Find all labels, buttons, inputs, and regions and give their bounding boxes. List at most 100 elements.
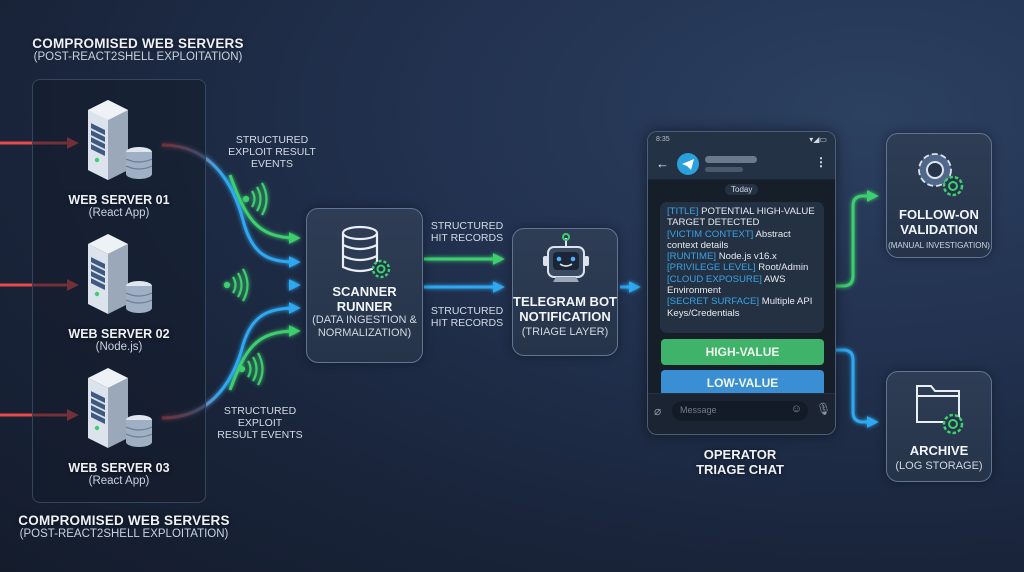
message-input[interactable]: Message ☺ (672, 401, 808, 421)
exploit-events-label-bottom: STRUCTURED EXPLOIT RESULT EVENTS (210, 405, 310, 441)
telegram-bot-node[interactable]: TELEGRAM BOT NOTIFICATION (TRIAGE LAYER) (512, 228, 618, 356)
database-gear-icon (341, 225, 391, 279)
field-tag: [TITLE] (667, 206, 699, 217)
node-title: FOLLOW-ON VALIDATION (887, 207, 991, 237)
node-title: SCANNER RUNNER (307, 284, 422, 314)
message-line-victim: [VICTIM CONTEXT] Abstract context detail… (667, 229, 817, 252)
title-line: VALIDATION (900, 222, 978, 237)
chat-body: Today [TITLE] POTENTIAL HIGH-VALUE TARGE… (648, 180, 835, 396)
chat-name-placeholder (705, 156, 757, 163)
back-arrow-icon[interactable]: ← (656, 156, 669, 171)
server-type: (React App) (88, 475, 150, 487)
message-line-privilege: [PRIVILEGE LEVEL] Root/Admin (667, 262, 817, 273)
phone-caption: OPERATOR TRIAGE CHAT (660, 447, 820, 477)
field-tag: [VICTIM CONTEXT] (667, 228, 754, 240)
status-bar: 8:35 ▾◢▭ (648, 132, 835, 150)
sub-line: NORMALIZATION) (317, 327, 412, 339)
message-line-secret: [SECRET SURFACE] Multiple API Keys/Crede… (667, 296, 817, 319)
label-line: STRUCTURED (235, 134, 309, 146)
label-line: HIT RECORDS (430, 232, 504, 244)
folder-gear-icon (916, 385, 964, 435)
server-icon (88, 234, 153, 314)
node-title: TELEGRAM BOT NOTIFICATION (513, 294, 617, 324)
high-value-button[interactable]: HIGH-VALUE (661, 339, 824, 365)
field-value: POTENTIAL HIGH-VALUE TARGET DETECTED (667, 206, 815, 229)
field-tag: [CLOUD EXPOSURE] (667, 273, 762, 285)
emoji-icon[interactable]: ☺ (790, 403, 802, 415)
input-placeholder: Message (680, 405, 717, 415)
signal-icon-mid (223, 268, 249, 302)
server-03[interactable]: WEB SERVER 03 (React App) (64, 366, 174, 487)
label-line: STRUCTURED (430, 220, 504, 232)
title-line: FOLLOW-ON (899, 207, 979, 222)
field-value: Node.js v16.x (716, 251, 777, 263)
signal-icon-top (242, 182, 268, 216)
field-tag: [SECRET SURFACE] (667, 296, 760, 308)
low-value-route (826, 348, 879, 428)
label-line: STRUCTURED (430, 305, 504, 317)
server-name: WEB SERVER 02 (68, 327, 170, 341)
label-line: EXPLOIT (237, 417, 283, 429)
flow-s3-green (228, 325, 301, 391)
field-value: Multiple API Keys/Credentials (667, 296, 813, 319)
caption-line: OPERATOR (703, 447, 777, 462)
flow-s1-green (228, 174, 301, 244)
bottom-group-label: COMPROMISED WEB SERVERS (POST-REACT2SHEL… (0, 513, 248, 540)
day-separator: Today (725, 184, 759, 195)
microphone-icon[interactable]: 🎙 (816, 402, 832, 416)
more-menu-icon[interactable]: ⋮ (815, 155, 827, 169)
message-line-title: [TITLE] POTENTIAL HIGH-VALUE TARGET DETE… (667, 206, 817, 229)
archive-node[interactable]: ARCHIVE (LOG STORAGE) (886, 371, 992, 482)
status-time: 8:35 (656, 136, 670, 143)
bot-message: [TITLE] POTENTIAL HIGH-VALUE TARGET DETE… (660, 202, 824, 333)
exploit-events-label-top: STRUCTURED EXPLOIT RESULT EVENTS (222, 134, 322, 170)
node-title: ARCHIVE (909, 443, 969, 458)
signal-icon-bottom (238, 352, 264, 386)
field-tag: [PRIVILEGE LEVEL] (667, 262, 756, 274)
label-line: RESULT EVENTS (217, 429, 303, 441)
hit-records-label-bottom: STRUCTURED HIT RECORDS (428, 305, 506, 329)
label-line: HIT RECORDS (430, 317, 504, 329)
telegram-avatar-icon[interactable] (677, 153, 699, 175)
node-subtitle: (LOG STORAGE) (895, 460, 983, 472)
caption-line: TRIAGE CHAT (696, 462, 784, 477)
server-name: WEB SERVER 01 (68, 193, 170, 207)
server-02[interactable]: WEB SERVER 02 (Node.js) (64, 232, 174, 353)
title-line: RUNNER (336, 299, 393, 314)
title-line: TELEGRAM BOT (513, 294, 617, 309)
server-icon (88, 100, 153, 180)
group-title: COMPROMISED WEB SERVERS (32, 36, 244, 51)
label-line: EVENTS (250, 158, 293, 170)
group-subtitle: (POST-REACT2SHELL EXPLOITATION) (19, 528, 229, 540)
message-line-runtime: [RUNTIME] Node.js v16.x (667, 251, 817, 262)
label-line: EXPLOIT RESULT (228, 146, 316, 158)
robot-icon (543, 233, 589, 282)
field-value: Abstract context details (667, 228, 791, 251)
chat-header: ← ⋮ (648, 150, 835, 180)
title-line: SCANNER (332, 284, 397, 299)
gears-icon (918, 153, 964, 197)
field-value: AWS Environment (667, 273, 786, 297)
attach-icon[interactable]: ⌀ (654, 404, 662, 418)
hit-records-label-top: STRUCTURED HIT RECORDS (428, 220, 506, 244)
low-value-button[interactable]: LOW-VALUE (661, 370, 824, 396)
field-tag: [RUNTIME] (667, 251, 717, 263)
sub-line: (DATA INGESTION & (312, 314, 417, 326)
top-group-label: COMPROMISED WEB SERVERS (POST-REACT2SHEL… (0, 36, 276, 63)
scanner-runner-node[interactable]: SCANNER RUNNER (DATA INGESTION & NORMALI… (306, 208, 423, 363)
follow-on-validation-node[interactable]: FOLLOW-ON VALIDATION (MANUAL INVESTIGATI… (886, 133, 992, 258)
group-subtitle: (POST-REACT2SHELL EXPLOITATION) (33, 51, 243, 63)
signal-battery-icon: ▾◢▭ (809, 135, 827, 144)
operator-phone: 8:35 ▾◢▭ ← ⋮ Today [TITLE] POTENTIAL HIG… (647, 131, 836, 435)
field-value: Root/Admin (755, 262, 809, 274)
server-01[interactable]: WEB SERVER 01 (React App) (64, 98, 174, 219)
message-line-cloud: [CLOUD EXPOSURE] AWS Environment (667, 274, 817, 297)
node-subtitle: (DATA INGESTION & NORMALIZATION) (307, 314, 422, 340)
server-name: WEB SERVER 03 (68, 461, 170, 475)
server-type: (React App) (88, 207, 150, 219)
label-line: STRUCTURED (223, 405, 297, 417)
chat-input-bar: ⌀ Message ☺ 🎙 (648, 393, 835, 434)
server-icon (88, 368, 153, 448)
node-subtitle: (TRIAGE LAYER) (521, 326, 609, 338)
chat-status-placeholder (705, 167, 743, 172)
